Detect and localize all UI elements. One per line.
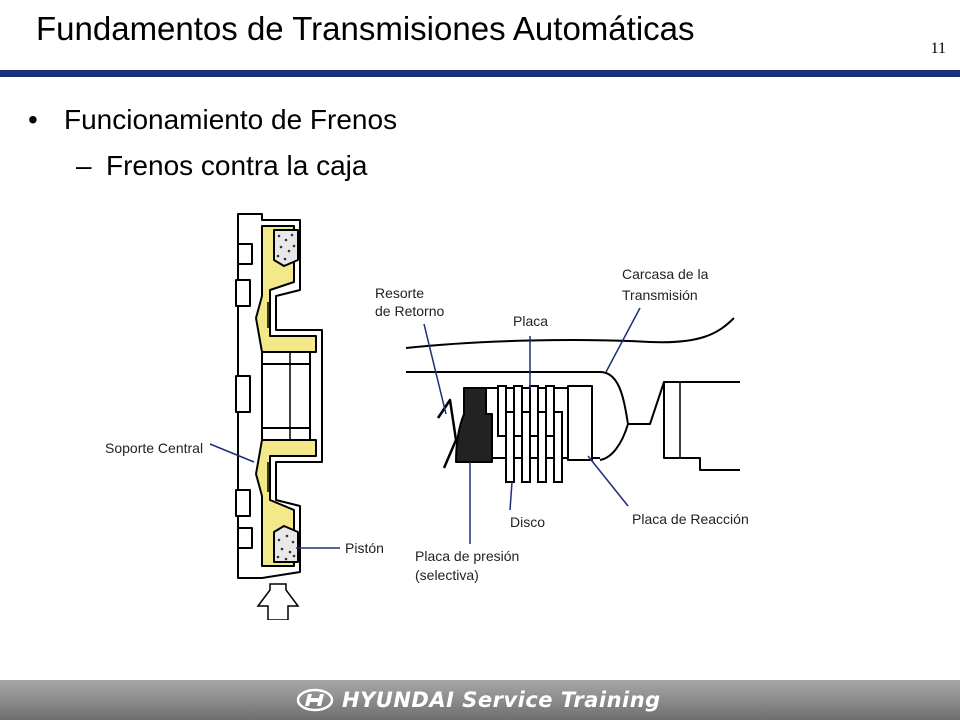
sub-bullet-item: –Frenos contra la caja [76,150,367,182]
leader-placa-reaccion [587,455,629,507]
leader-resorte [423,323,447,415]
label-resorte-2: de Retorno [375,303,445,319]
label-carcasa-1: Carcasa de la [622,266,709,282]
footer-bar [0,680,960,720]
label-resorte-1: Resorte [375,285,425,301]
piston-texture [276,233,296,561]
central-support-section [235,213,323,579]
label-carcasa-2: Transmisión [622,287,698,303]
pressure-arrow [256,583,300,620]
footer-brand: HYUNDAI Service Training [296,688,661,712]
footer-brand-text: HYUNDAI Service Training [342,688,661,712]
label-disco: Disco [510,514,546,530]
slide-title: Fundamentos de Transmisiones Automáticas [36,10,695,47]
leader-soporte-central [209,443,255,463]
sub-bullet-text: Frenos contra la caja [106,150,368,181]
label-placa-presion-2: (selectiva) [415,567,479,583]
bullet-text: Funcionamiento de Frenos [64,104,398,135]
leader-carcasa [605,307,641,373]
bullet-mark: • [28,104,38,135]
label-piston: Pistón [345,540,384,556]
page-number: 11 [930,40,946,57]
label-placa-reaccion: Placa de Reacción [632,511,749,527]
leader-disco [509,481,513,511]
hyundai-logo-icon [296,688,334,712]
label-placa: Placa [513,313,549,329]
clutch-discs [505,411,563,483]
sub-bullet-mark: – [76,150,92,181]
title-underline [0,70,960,77]
brake-pack-section [405,317,740,471]
label-soporte-central: Soporte Central [105,440,204,456]
bullet-item: • Funcionamiento de Frenos [28,104,397,136]
label-placa-presion-1: Placa de presión [415,548,520,564]
brake-diagram [209,213,740,620]
